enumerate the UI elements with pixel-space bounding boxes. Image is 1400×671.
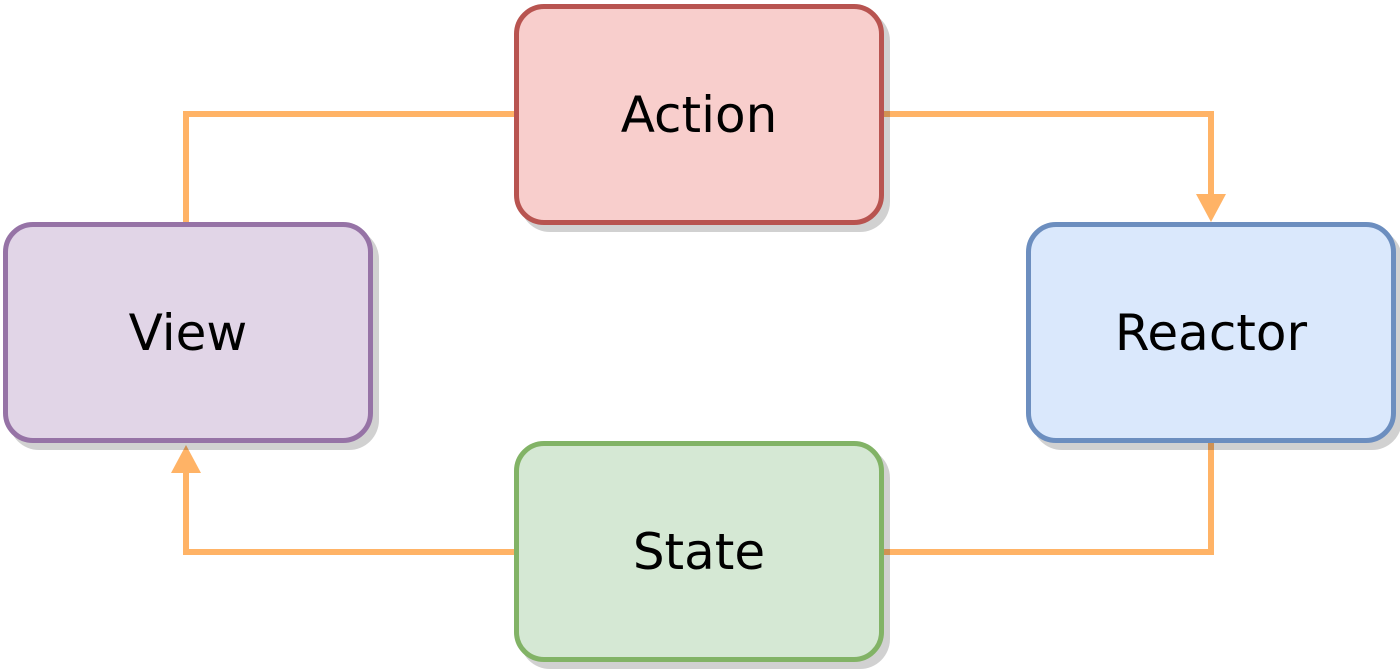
action-node: Action <box>514 4 884 225</box>
view-label: View <box>128 303 248 362</box>
edge-state-to-view <box>183 470 514 555</box>
arrowhead-reactor <box>1196 194 1226 222</box>
edge-reactor-to-state <box>884 443 1214 555</box>
arrowhead-view <box>171 445 201 473</box>
reactor-node: Reactor <box>1026 222 1396 443</box>
edge-view-to-action <box>183 111 514 222</box>
view-node: View <box>3 222 373 443</box>
reactor-label: Reactor <box>1114 303 1308 362</box>
state-node: State <box>514 441 884 662</box>
state-label: State <box>632 522 766 581</box>
edge-action-to-reactor <box>884 111 1214 196</box>
action-label: Action <box>620 85 778 144</box>
